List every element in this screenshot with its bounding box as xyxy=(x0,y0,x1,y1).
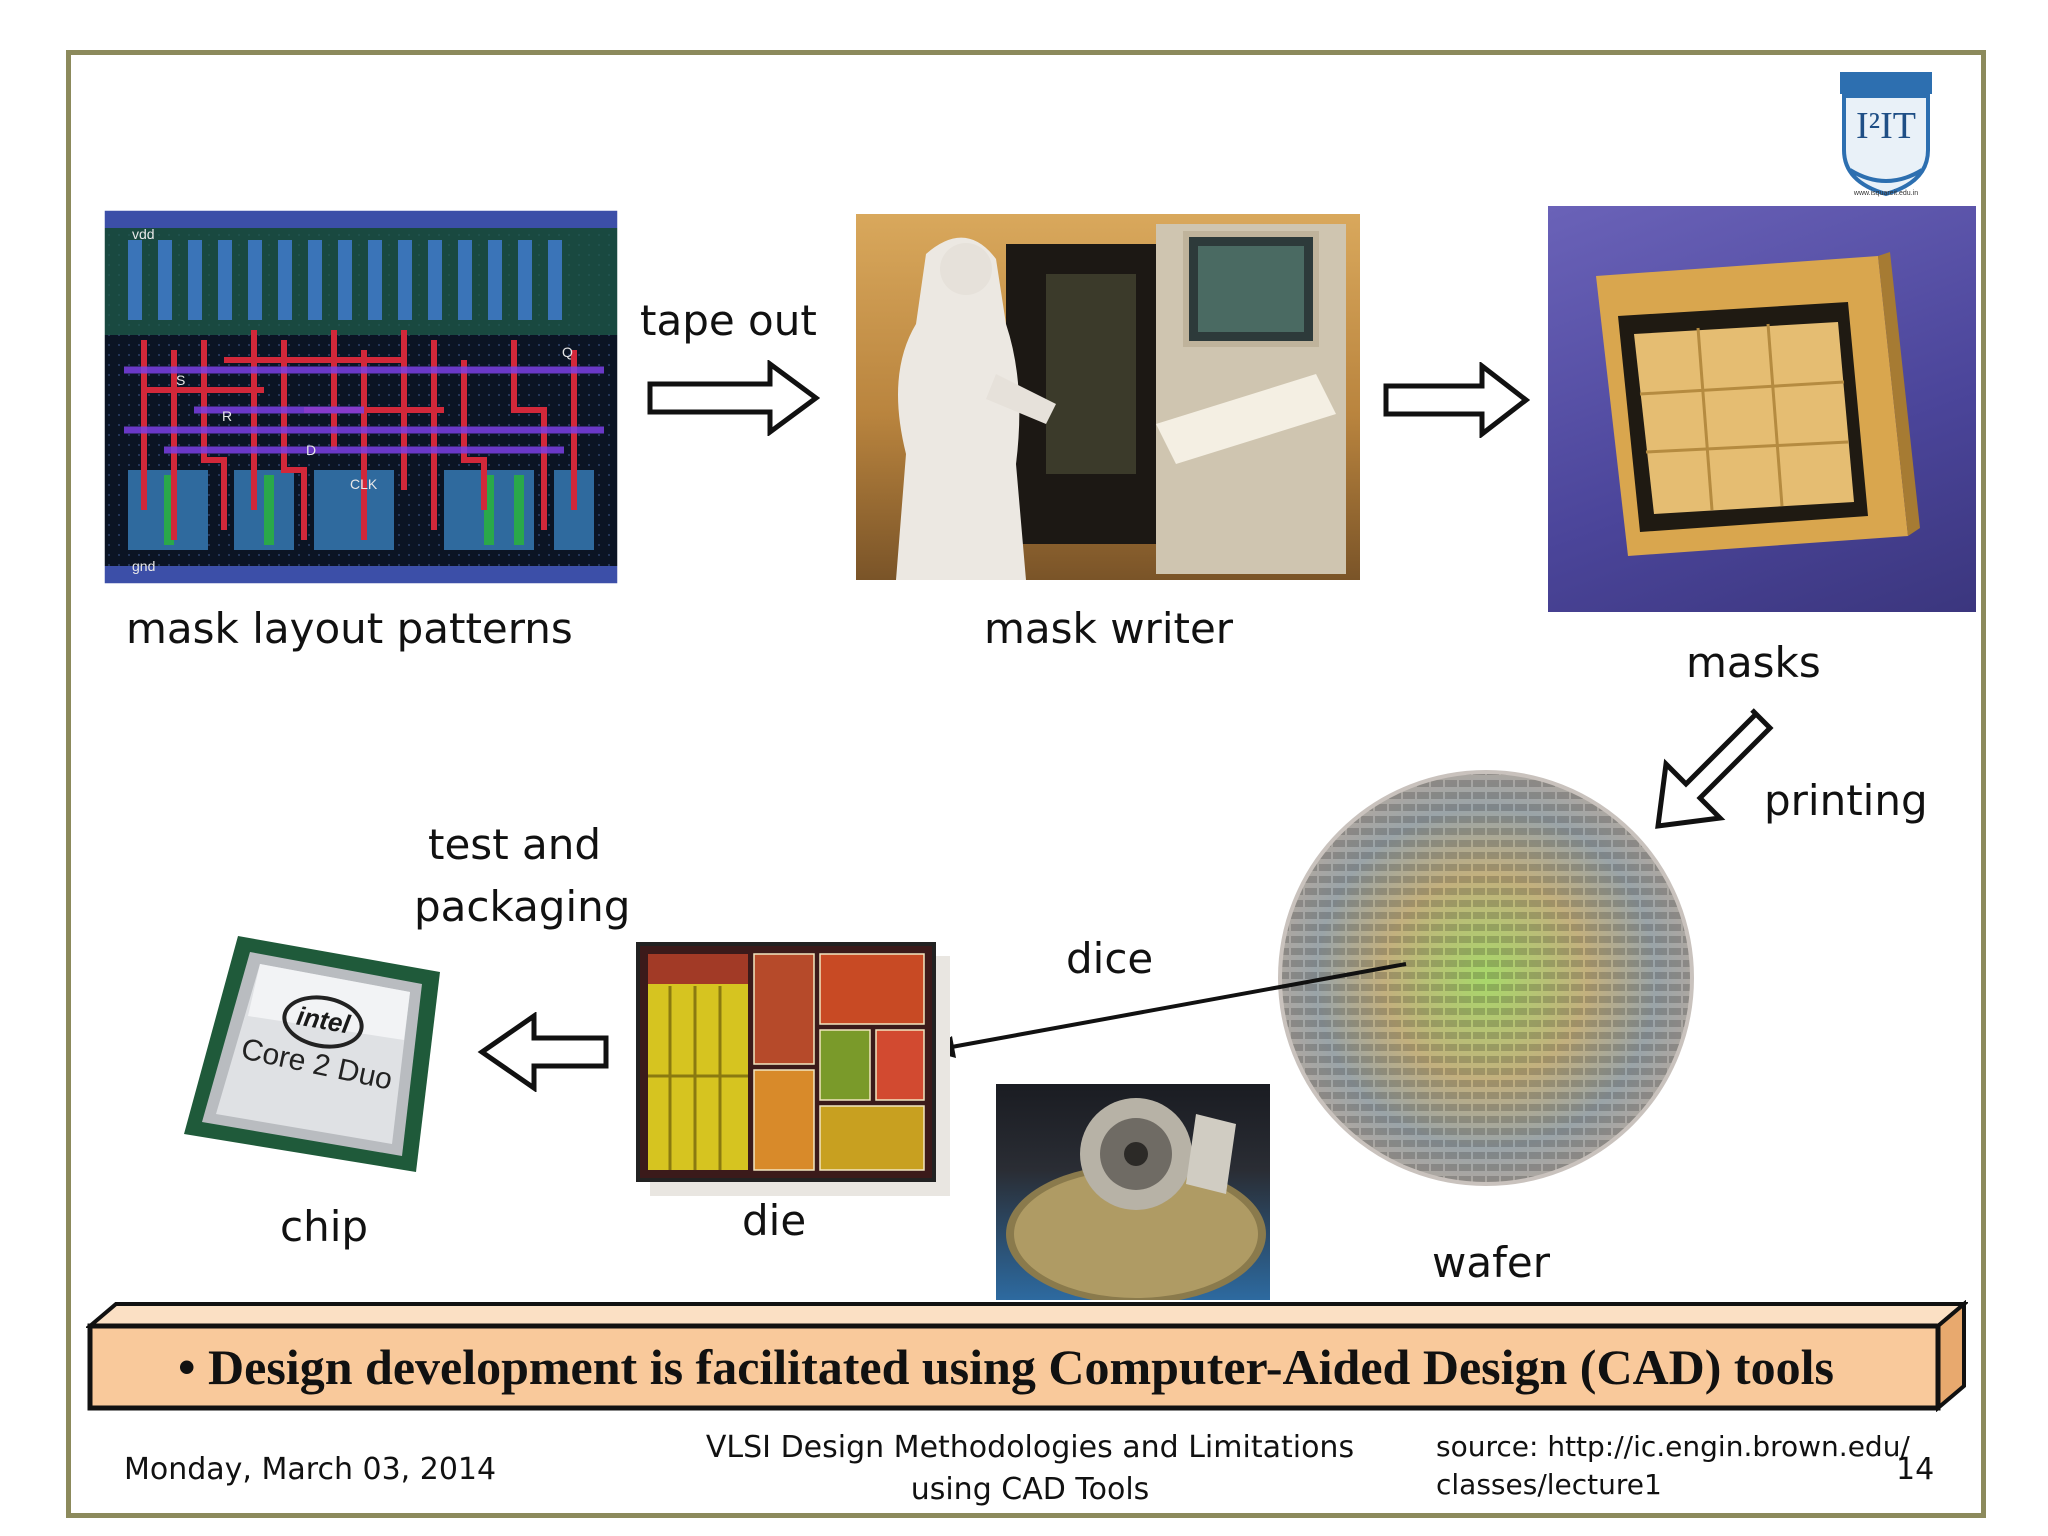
wafer-image xyxy=(1276,766,1696,1190)
footer-source-line2: classes/lecture1 xyxy=(1436,1468,1662,1501)
layout-label-q: Q xyxy=(562,344,573,360)
caption-masks: masks xyxy=(1686,638,1821,687)
layout-label-gnd: gnd xyxy=(132,558,156,574)
footer-title-line1: VLSI Design Methodologies and Limitation… xyxy=(705,1430,1355,1465)
caption-tape-out: tape out xyxy=(640,296,817,345)
caption-printing: printing xyxy=(1764,776,1928,825)
mask-layout-image: vdd gnd S R D CLK Q xyxy=(104,210,618,584)
footer-source-line1: source: http://ic.engin.brown.edu/ xyxy=(1436,1430,1910,1463)
caption-dice: dice xyxy=(1066,934,1154,983)
caption-die: die xyxy=(742,1196,807,1245)
mask-writer-image xyxy=(856,214,1360,580)
dice-arrow-icon xyxy=(930,962,1407,1058)
slide-frame xyxy=(66,50,1986,1518)
banner-box xyxy=(86,1300,1968,1412)
page-number: 14 xyxy=(1896,1452,1935,1487)
layout-label-s: S xyxy=(176,372,186,388)
layout-label-r: R xyxy=(222,408,233,424)
layout-label-vdd: vdd xyxy=(132,226,155,242)
layout-label-clk: CLK xyxy=(350,476,378,492)
caption-chip: chip xyxy=(280,1202,369,1251)
chip-image: intel Core 2 Duo xyxy=(178,930,448,1180)
banner-text: • Design development is facilitated usin… xyxy=(178,1339,1834,1395)
left-arrow-icon xyxy=(477,1012,609,1092)
footer-date: Monday, March 03, 2014 xyxy=(124,1452,497,1487)
caption-wafer: wafer xyxy=(1432,1238,1550,1287)
institute-logo: I²IT www.isquareit.edu.in xyxy=(1836,70,1936,202)
logo-url: www.isquareit.edu.in xyxy=(1853,190,1919,197)
caption-mask-layout: mask layout patterns xyxy=(126,604,573,653)
masks-image xyxy=(1548,206,1976,612)
caption-packaging: packaging xyxy=(414,882,631,931)
caption-mask-writer: mask writer xyxy=(984,604,1234,653)
die-image xyxy=(636,942,936,1182)
right-arrow-icon xyxy=(647,360,820,436)
dicing-saw-image xyxy=(996,1084,1270,1300)
logo-text: I²IT xyxy=(1856,105,1916,147)
footer-title-line2: using CAD Tools xyxy=(910,1472,1150,1507)
down-left-arrow-icon xyxy=(1655,708,1774,829)
layout-label-d: D xyxy=(306,442,317,458)
right-arrow-icon xyxy=(1383,362,1530,438)
caption-test-and: test and xyxy=(428,820,602,869)
